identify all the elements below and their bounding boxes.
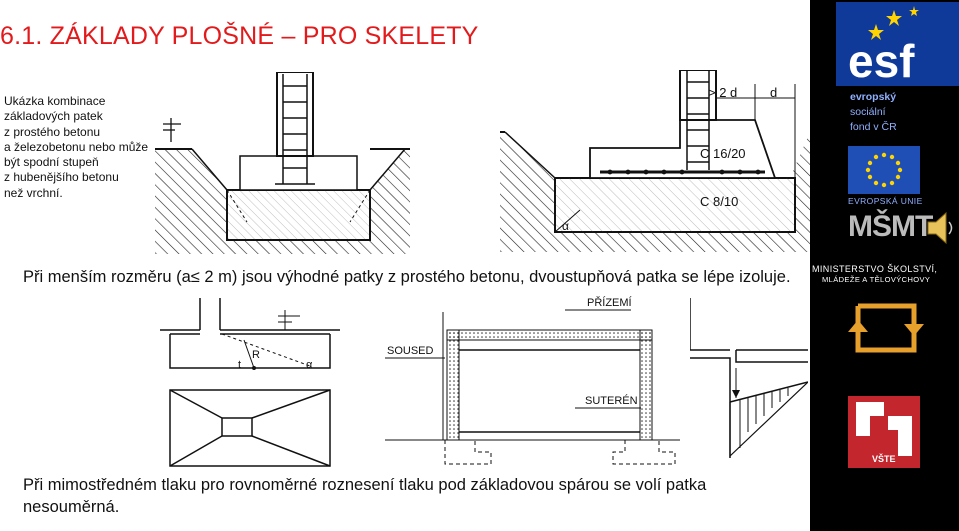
op-logo — [848, 303, 924, 353]
label-t: t — [238, 359, 241, 371]
eccentric-load-diagram — [690, 298, 808, 458]
dim-d: d — [770, 85, 777, 100]
footing-section-left — [155, 72, 410, 254]
label-alpha: α — [562, 219, 569, 233]
ministry-line2: MLÁDEŽE A TĚLOVÝCHOVY — [822, 275, 931, 284]
label-ground-floor: PŘÍZEMÍ — [587, 296, 633, 309]
msmt-logo: MŠMT — [848, 210, 933, 243]
vste-label: VŠTE — [872, 454, 896, 464]
speaker-icon[interactable] — [926, 210, 956, 246]
paragraph-eccentric: Při mimostředném tlaku pro rovnoměrné ro… — [23, 476, 707, 516]
vste-graphic — [856, 402, 912, 456]
esf-wordmark: esf — [848, 35, 915, 86]
building-section: PŘÍZEMÍ SOUSED SUTERÉN — [385, 296, 680, 465]
side-note-line: Ukázka kombinace — [4, 94, 106, 108]
side-note-line: z hubenějšího betonu — [4, 170, 119, 185]
dim-2d: > 2 d — [708, 85, 737, 100]
side-note-line: z prostého betonu — [4, 124, 101, 139]
side-note-line: být spodní stupeň — [4, 155, 99, 170]
footing-section-right: > 2 d d C 16/20 C 8/10 α — [500, 70, 810, 252]
esf-logo-graphic: esf — [848, 6, 919, 87]
side-note-line: základových patek — [4, 109, 103, 124]
side-note-line: a železobetonu nebo může — [4, 139, 149, 154]
page-title: 6.1. ZÁKLADY PLOŠNÉ – PRO SKELETY — [0, 22, 479, 50]
label-alpha-profile: α — [306, 359, 313, 371]
side-note-line: než vrchní. — [4, 185, 63, 200]
eu-flag — [848, 146, 920, 194]
esf-line3: fond v ČR — [850, 121, 897, 133]
ministry-line1: MINISTERSTVO ŠKOLSTVÍ, — [812, 264, 938, 274]
label-basement: SUTERÉN — [585, 394, 638, 407]
footing-profile-plan: R t α — [160, 298, 340, 467]
label-neighbour: SOUSED — [387, 345, 434, 357]
esf-line1: evropský — [850, 91, 897, 103]
esf-logo: esf — [836, 2, 959, 87]
vste-logo: VŠTE — [848, 396, 920, 468]
eu-label: EVROPSKÁ UNIE — [848, 196, 923, 206]
label-c16: C 16/20 — [700, 146, 746, 161]
label-c8: C 8/10 — [700, 194, 738, 209]
side-note: Ukázka kombinace základových patek z pro… — [4, 94, 154, 201]
esf-line2: sociální — [850, 106, 886, 118]
paragraph-small-footings: Při menším rozměru (a≤ 2 m) jsou výhodné… — [23, 268, 791, 286]
label-r: R — [252, 349, 260, 361]
